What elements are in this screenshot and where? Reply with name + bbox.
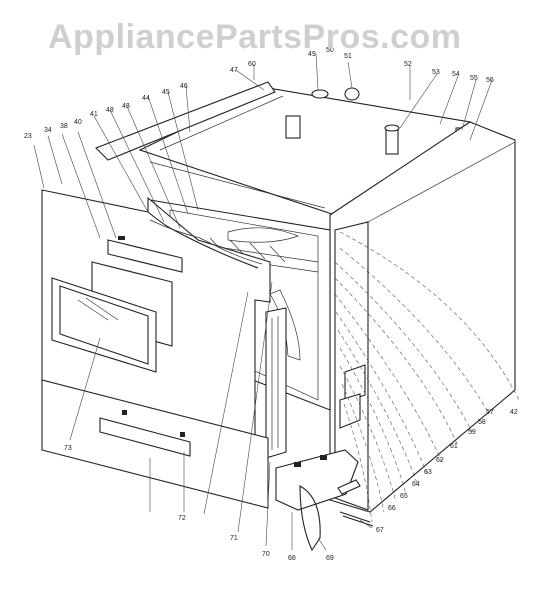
part-label: 38: [60, 123, 68, 130]
part-labels: 23 34 38 40 41 42 43 44 45 46 47 48 49 5…: [24, 47, 518, 562]
part-label: 23: [24, 133, 32, 140]
part-label: 62: [436, 457, 444, 464]
part-label: 58: [478, 419, 486, 426]
part-label: 54: [452, 71, 460, 78]
part-label: 34: [44, 127, 52, 134]
part-label: 72: [178, 515, 186, 522]
part-label: 43: [122, 103, 130, 110]
part-label: 51: [344, 53, 352, 60]
right-side-panel: [329, 121, 516, 513]
part-label: 53: [432, 69, 440, 76]
part-label: 59: [468, 429, 476, 436]
front-frame: [265, 307, 366, 459]
part-label: 52: [404, 61, 412, 68]
part-label: 56: [486, 77, 494, 84]
part-label: 70: [262, 551, 270, 558]
part-label: 55: [470, 75, 478, 82]
oven-door: [41, 189, 271, 441]
part-label: 48: [106, 107, 114, 114]
part-label: 68: [288, 555, 296, 562]
part-label: 57: [486, 409, 494, 416]
part-label: 66: [388, 505, 396, 512]
part-label: 69: [326, 555, 334, 562]
part-label: 61: [450, 443, 458, 450]
part-label: 45: [162, 89, 170, 96]
part-label: 42: [510, 409, 518, 416]
part-label: 46: [180, 83, 188, 90]
part-label: 64: [412, 481, 420, 488]
part-label: 47: [230, 67, 238, 74]
part-label: 44: [142, 95, 150, 102]
part-label: 50: [326, 47, 334, 54]
leader-lines: [33, 53, 521, 551]
bottom-brackets: [275, 449, 374, 552]
watermark: AppliancePartsPros.com: [48, 18, 462, 56]
part-label: 65: [400, 493, 408, 500]
part-label: 41: [90, 111, 98, 118]
part-label: 40: [74, 119, 82, 126]
part-label: 60: [248, 61, 256, 68]
part-label: 49: [308, 51, 316, 58]
part-label: 67: [376, 527, 384, 534]
part-label: 73: [64, 445, 72, 452]
part-label: 71: [230, 535, 238, 542]
part-label: 63: [424, 469, 432, 476]
